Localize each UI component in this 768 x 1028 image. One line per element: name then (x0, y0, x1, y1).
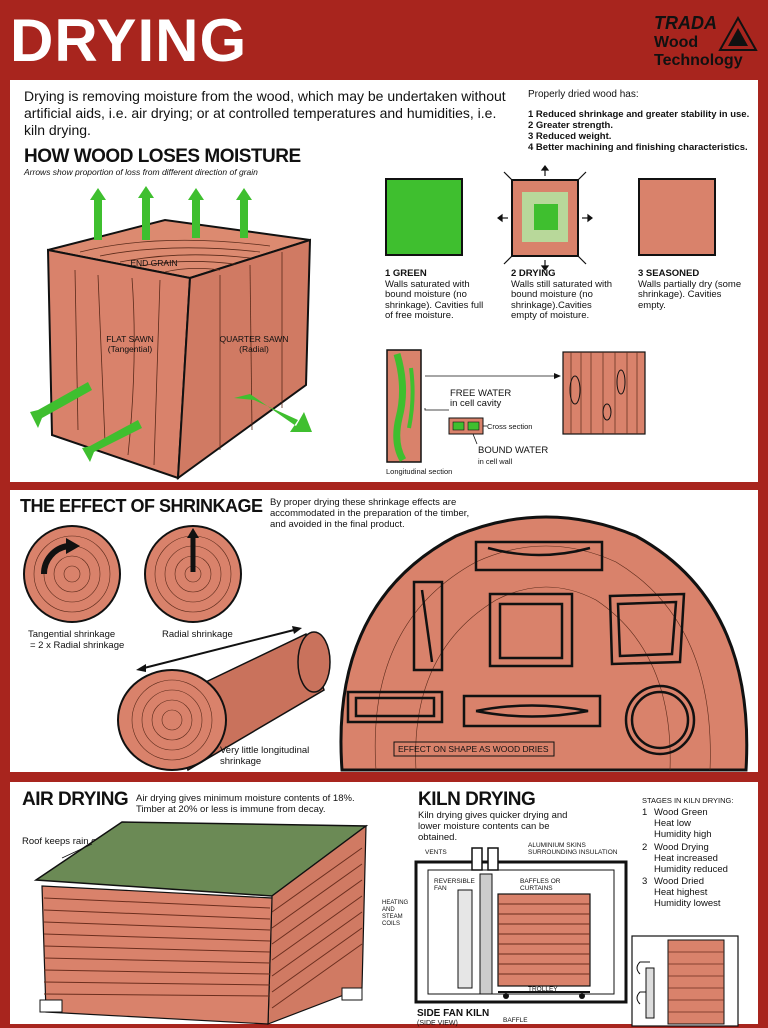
stage-drying: 2 DRYING Walls still saturated with boun… (511, 268, 615, 322)
cross-section-label: Cross section (487, 422, 533, 431)
tangential-eq: = 2 x Radial shrinkage (30, 640, 125, 651)
stage-line: Wood Drying (654, 842, 709, 853)
kiln-stage-1: 1 Wood Green Heat low Humidity high (642, 807, 712, 840)
trada-logo-icon (718, 15, 758, 51)
stage-title: 2 DRYING (511, 268, 556, 279)
air-drying-shed (33, 821, 369, 1025)
stage-green-square (385, 178, 463, 256)
stage-line: Heat increased (654, 853, 718, 864)
effect-log-section (339, 515, 749, 772)
wood-cube: END GRAIN FLAT SAWN (Tangential) QUARTER… (30, 186, 312, 481)
stage-drying-square (497, 165, 593, 271)
stage-line: Humidity high (654, 829, 712, 840)
kiln-stage-3: 3 Wood Dried Heat highest Humidity lowes… (642, 876, 721, 909)
stage-title: 3 SEASONED (638, 268, 700, 279)
log-illustration (117, 626, 331, 772)
coils-label: HEATING AND STEAM COILS (382, 900, 409, 927)
stage-green: 1 GREEN Walls saturated with bound moist… (385, 268, 485, 322)
trada-logo: TRADA Wood Technology (652, 12, 760, 74)
radial-label: Radial shrinkage (162, 629, 233, 640)
page-title: DRYING (10, 7, 248, 74)
air-heading: AIR DRYING (22, 789, 129, 810)
cell-diagram (386, 349, 646, 463)
tangential-label: Tangential shrinkage (28, 629, 116, 640)
bound-water-label: BOUND WATER (478, 445, 549, 456)
effect-label: EFFECT ON SHAPE AS WOOD DRIES (398, 744, 549, 754)
stage-seasoned-square (638, 178, 716, 256)
benefit-item: 3 Reduced weight. (528, 131, 612, 142)
stage-text: Walls saturated with bound moisture (no … (385, 278, 484, 321)
benefit-item: 4 Better machining and finishing charact… (528, 142, 748, 153)
flat-sawn-sub: (Tangential) (108, 344, 153, 354)
longitudinal-label: Longitudinal section (386, 467, 453, 476)
logo-line2: Wood (654, 34, 699, 51)
benefits-title: Properly dried wood has: (528, 89, 639, 100)
stage-number: 2 (642, 842, 648, 853)
benefits-list: 1 Reduced shrinkage and greater stabilit… (528, 109, 749, 153)
kiln-end-view (631, 935, 739, 1027)
kiln-heading: KILN DRYING (418, 789, 536, 810)
flat-sawn-label: FLAT SAWN (106, 334, 154, 344)
free-water-sub: in cell cavity (450, 398, 502, 409)
quarter-sawn-sub: (Radial) (239, 344, 269, 354)
tangential-ring (23, 525, 121, 623)
skins-label: ALUMINIUM SKINS SURROUNDING INSULATION (528, 842, 618, 856)
stage-seasoned: 3 SEASONED Walls partially dry (some shr… (638, 268, 742, 311)
stage-number: 1 (642, 807, 648, 818)
stage-line: Wood Dried (654, 876, 704, 887)
free-water-label: FREE WATER (450, 388, 512, 399)
stage-line: Humidity lowest (654, 898, 721, 909)
shrinkage-heading: THE EFFECT OF SHRINKAGE (20, 496, 263, 516)
air-note: Air drying gives minimum moisture conten… (136, 793, 355, 815)
roof-label: Roof keeps rain off (22, 836, 102, 847)
logo-line1: TRADA (654, 13, 717, 33)
stage-title: 1 GREEN (385, 268, 427, 279)
shrinkage-note: By proper drying these shrinkage effects… (270, 497, 470, 530)
moisture-subheading: Arrows show proportion of loss from diff… (24, 167, 258, 177)
logo-line3: Technology (654, 52, 743, 69)
kiln-stage-2: 2 Wood Drying Heat increased Humidity re… (642, 842, 728, 875)
longitudinal-shrink-label: Very little longitudinal shrinkage (220, 745, 310, 767)
stage-line: Wood Green (654, 807, 708, 818)
moisture-heading: HOW WOOD LOSES MOISTURE (24, 146, 301, 167)
stage-line: Heat low (654, 818, 691, 829)
bound-water-sub: in cell wall (478, 457, 513, 466)
benefit-item: 1 Reduced shrinkage and greater stabilit… (528, 109, 750, 120)
radial-ring (144, 525, 242, 623)
kiln-note: Kiln drying gives quicker drying and low… (418, 810, 568, 843)
stage-text: Walls still saturated with bound moistur… (511, 278, 613, 321)
stage-text: Walls partially dry (some shrinkage). Ca… (638, 278, 742, 311)
intro-text: Drying is removing moisture from the woo… (24, 88, 506, 138)
side-fan-kiln (414, 847, 628, 1004)
trolley-label: TROLLEY (528, 986, 558, 993)
baffle-label: BAFFLE (503, 1017, 528, 1024)
fan-label: REVERSIBLE FAN (434, 878, 475, 892)
stage-line: Humidity reduced (654, 864, 728, 875)
benefit-item: 2 Greater strength. (528, 120, 613, 131)
kiln-stages-title: STAGES IN KILN DRYING: (642, 796, 734, 805)
stage-line: Heat highest (654, 887, 708, 898)
vents-label: VENTS (425, 849, 447, 856)
side-fan-label: SIDE FAN KILN (417, 1008, 490, 1019)
quarter-sawn-label: QUARTER SAWN (220, 334, 289, 344)
baffles-label: BAFFLES OR CURTAINS (520, 878, 561, 892)
end-grain-label: END GRAIN (130, 258, 177, 268)
stage-number: 3 (642, 876, 648, 887)
